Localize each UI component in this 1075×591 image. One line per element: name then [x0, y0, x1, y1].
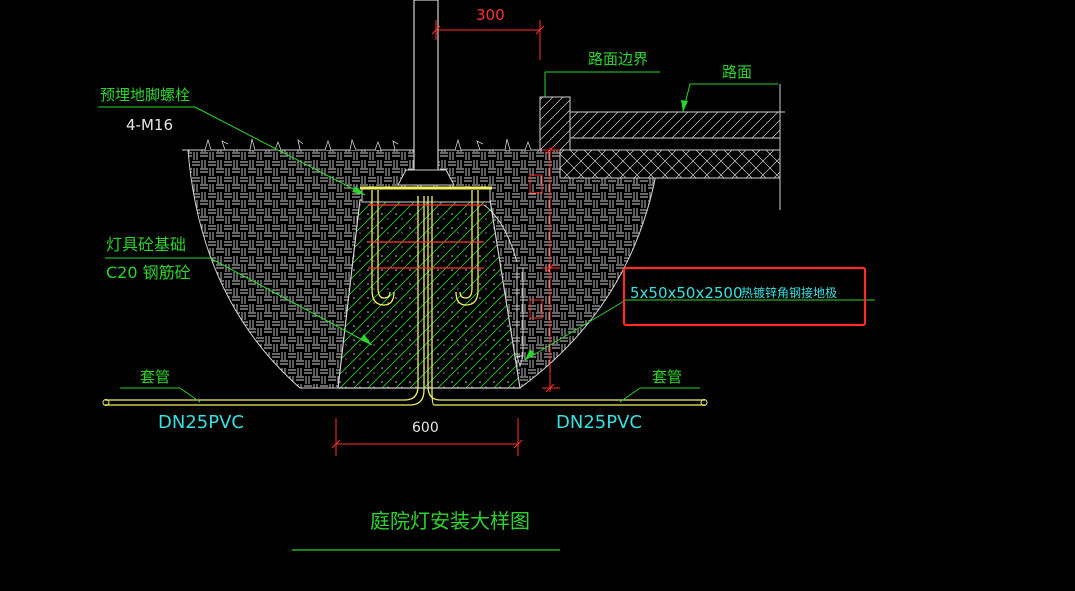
concrete-foundation: [337, 199, 521, 389]
label-sleeve-right-spec: DN25PVC: [556, 412, 642, 433]
label-sleeve-left-spec: DN25PVC: [158, 412, 244, 433]
conduit-end-left: [102, 399, 110, 406]
cable-conduit: [105, 196, 705, 406]
dim-top-300: [431, 20, 545, 60]
road-subbase-layer: [559, 149, 781, 179]
label-grounding-size: 5x50x50x2500: [630, 284, 743, 302]
label-grounding-desc: 热镀锌角钢接地极: [741, 285, 837, 300]
label-anchor-bolt: 预埋地脚螺栓: [100, 86, 190, 104]
label-road-surface: 路面: [722, 63, 752, 81]
road-base-layer: [569, 137, 781, 151]
lamp-pole: [413, 0, 439, 186]
leader-arrows: [352, 100, 688, 360]
dim-vertical: [529, 145, 560, 393]
pole-flange: [397, 169, 455, 186]
road-curb: [539, 96, 571, 151]
label-road-boundary: 路面边界: [588, 50, 648, 68]
dim-top-300-text: 300: [476, 6, 505, 24]
rebar-ties: [368, 204, 484, 269]
highlight-box: [622, 266, 867, 327]
grass-tufts: [204, 138, 532, 151]
label-sleeve-left: 套管: [140, 368, 170, 386]
label-foundation-spec: C20 钢筋砼: [106, 263, 191, 282]
leader-lines: [98, 71, 875, 403]
drawing-title: 庭院灯安装大样图: [370, 509, 530, 533]
foundation-cap: [361, 187, 491, 203]
conduit-end-right: [700, 399, 708, 406]
label-sleeve-right: 套管: [652, 368, 682, 386]
label-foundation: 灯具砼基础: [106, 235, 186, 254]
anchor-bolts: [371, 190, 479, 306]
dim-base-600-text: 600: [412, 420, 439, 436]
dim-base-600: [331, 418, 523, 456]
road-surface-layer: [569, 111, 781, 139]
grounding-electrode: [483, 204, 524, 368]
label-anchor-bolt-spec: 4-M16: [126, 116, 173, 134]
